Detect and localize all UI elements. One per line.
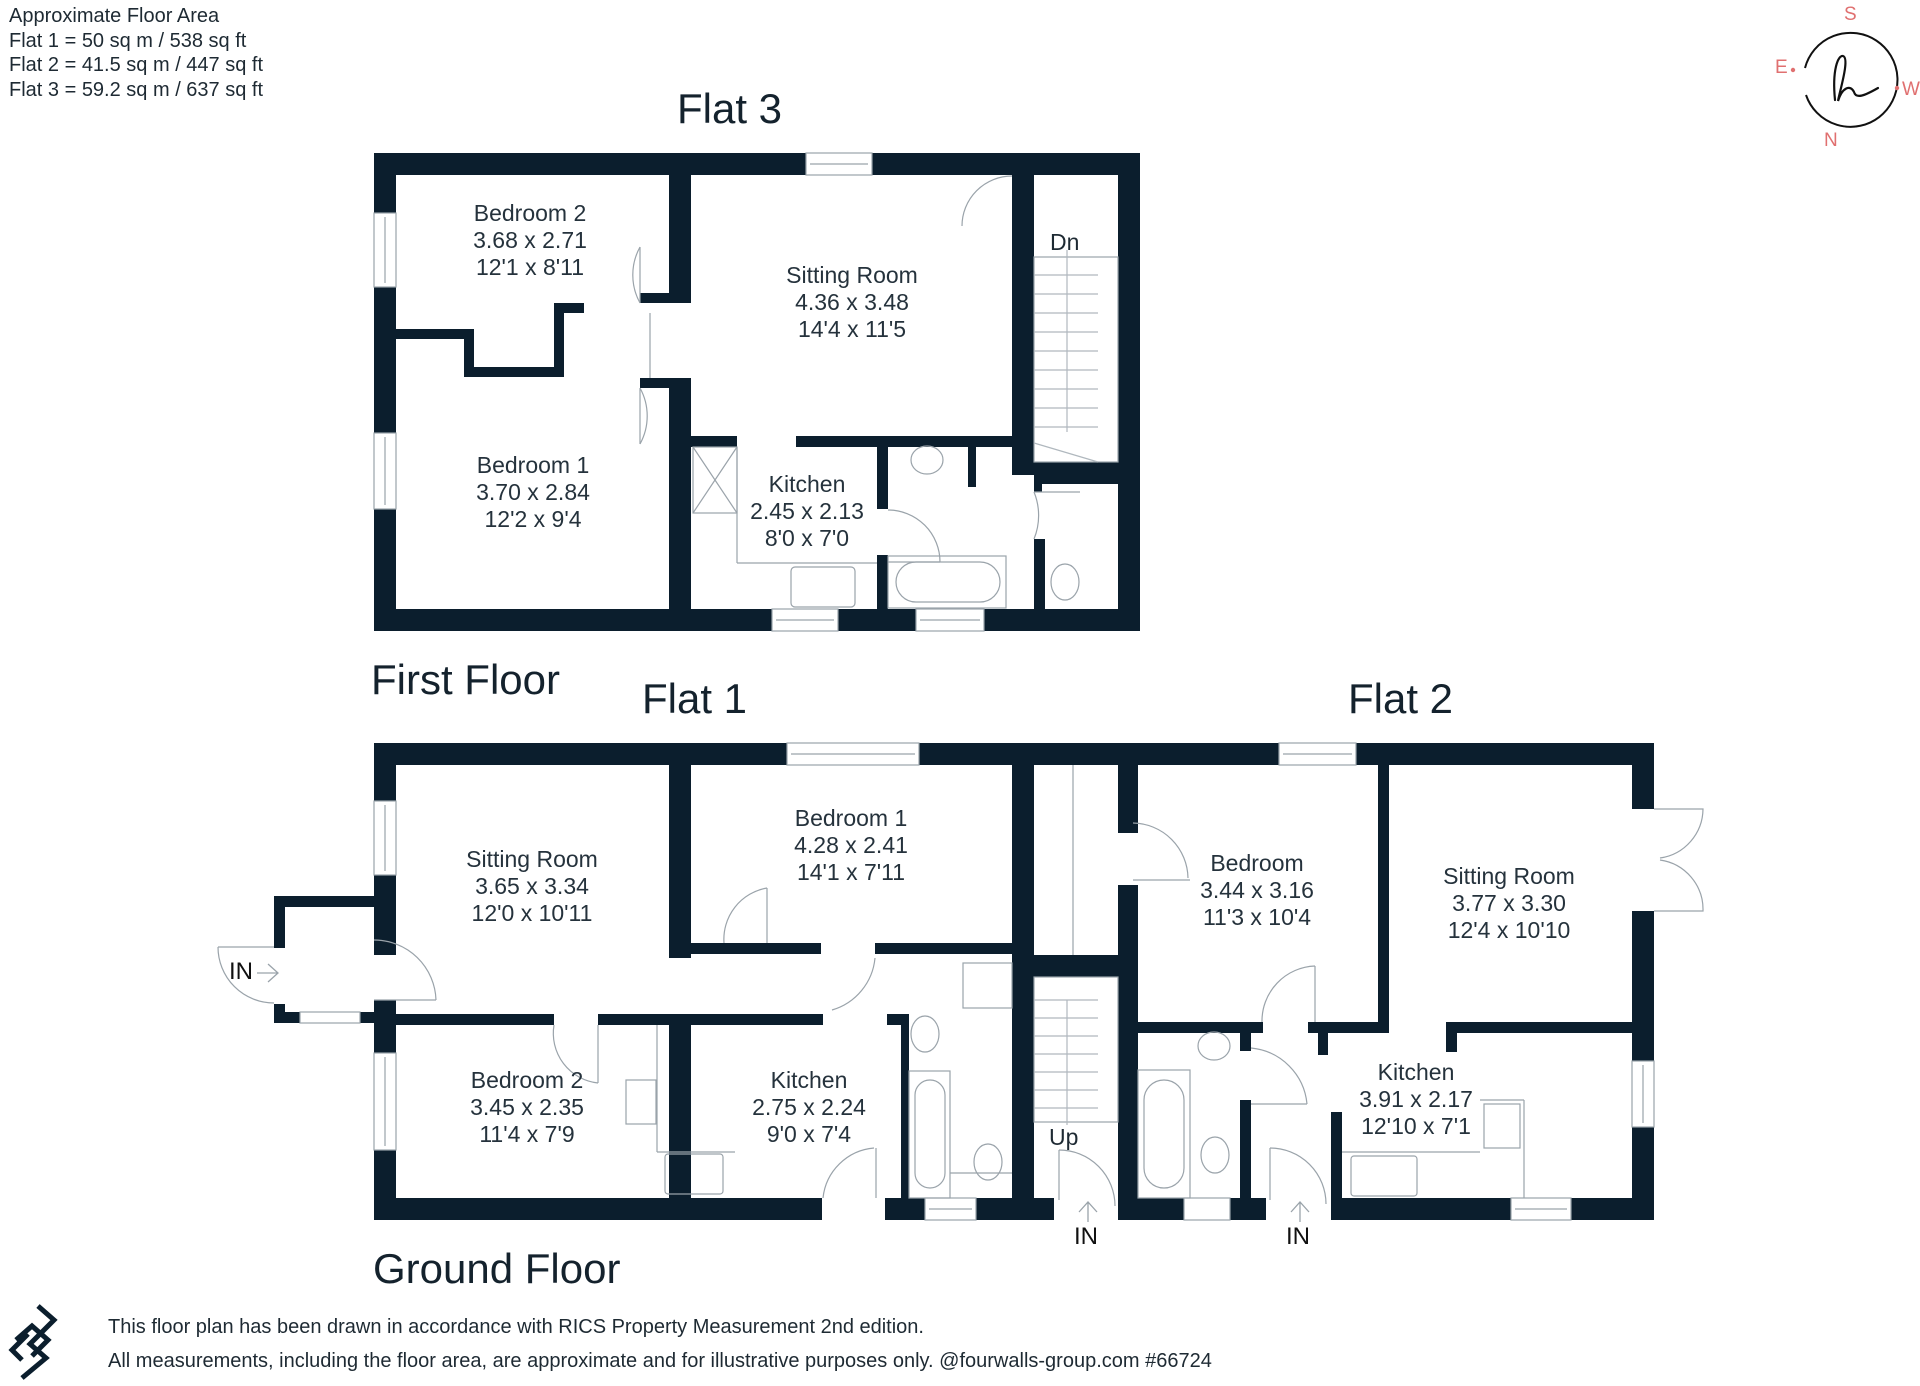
room-flat3-bedroom1: Bedroom 1 3.70 x 2.84 12'2 x 9'4 (476, 452, 590, 533)
room-dimensions-imperial: 12'0 x 10'11 (471, 900, 593, 926)
room-dimensions-imperial: 12'10 x 7'1 (1361, 1113, 1471, 1139)
room-name: Sitting Room (786, 262, 918, 288)
compass-east-label: E (1775, 57, 1788, 78)
room-flat1-bedroom2: Bedroom 2 3.45 x 2.35 11'4 x 7'9 (470, 1067, 584, 1148)
room-flat1-bedroom1: Bedroom 1 4.28 x 2.41 14'1 x 7'11 (794, 805, 908, 886)
room-flat1-kitchen: Kitchen 2.75 x 2.24 9'0 x 7'4 (752, 1067, 866, 1148)
room-dimensions-metric: 2.45 x 2.13 (750, 498, 864, 524)
floor-area-heading: Approximate Floor Area (9, 5, 220, 27)
fixtures-and-doors (217, 152, 1704, 1221)
room-dimensions-metric: 3.44 x 3.16 (1200, 877, 1314, 903)
flat3-stairs-down-label: Dn (1050, 229, 1080, 255)
fourwalls-logo-icon (8, 1304, 58, 1380)
room-dimensions-metric: 3.45 x 2.35 (470, 1094, 584, 1120)
first-floor-label: First Floor (371, 656, 560, 703)
flat3-title: Flat 3 (677, 85, 783, 132)
compass-west-label: W (1902, 79, 1920, 100)
room-name: Kitchen (768, 471, 846, 497)
room-name: Kitchen (770, 1067, 848, 1093)
room-name: Kitchen (1377, 1059, 1455, 1085)
flat2-stairs-up-label: Up (1049, 1124, 1079, 1150)
room-dimensions-imperial: 8'0 x 7'0 (764, 525, 850, 551)
entrance-arrows (257, 963, 1310, 1222)
floor-area-flat2: Flat 2 = 41.5 sq m / 447 sq ft (9, 54, 264, 76)
room-name: Bedroom 1 (794, 805, 908, 831)
room-dimensions-imperial: 12'4 x 10'10 (1447, 917, 1571, 943)
room-dimensions-imperial: 12'1 x 8'11 (475, 254, 585, 280)
compass-north-label: N (1824, 130, 1838, 151)
flat1-entrance-label: IN (229, 958, 253, 985)
room-flat3-bedroom2: Bedroom 2 3.68 x 2.71 12'1 x 8'11 (473, 200, 587, 281)
room-dimensions-imperial: 11'4 x 7'9 (479, 1121, 575, 1147)
footer-disclaimer: All measurements, including the floor ar… (108, 1350, 1212, 1372)
room-name: Sitting Room (1443, 863, 1575, 889)
flat2-entrance-label-1: IN (1074, 1223, 1098, 1250)
room-flat2-sitting-room: Sitting Room 3.77 x 3.30 12'4 x 10'10 (1443, 863, 1575, 944)
room-dimensions-metric: 4.28 x 2.41 (794, 832, 908, 858)
signature-h-icon (1833, 54, 1880, 102)
room-dimensions-imperial: 14'1 x 7'11 (796, 859, 906, 885)
compass-logo: S E W N (1770, 0, 1920, 151)
room-dimensions-metric: 2.75 x 2.24 (752, 1094, 866, 1120)
floor-area-summary: Approximate Floor Area Flat 1 = 50 sq m … (9, 4, 263, 102)
room-name: Bedroom (1210, 850, 1304, 876)
room-dimensions-metric: 4.36 x 3.48 (795, 289, 909, 315)
flat1-title: Flat 1 (642, 675, 748, 722)
room-flat2-bedroom: Bedroom 3.44 x 3.16 11'3 x 10'4 (1200, 850, 1314, 931)
room-dimensions-metric: 3.77 x 3.30 (1452, 890, 1566, 916)
floor-area-flat1: Flat 1 = 50 sq m / 538 sq ft (9, 29, 247, 52)
footer-rics-note: This floor plan has been drawn in accord… (108, 1316, 924, 1338)
compass-south-label: S (1844, 4, 1857, 25)
flat2-title: Flat 2 (1348, 675, 1454, 722)
room-dimensions-imperial: 12'2 x 9'4 (484, 506, 582, 532)
room-dimensions-metric: 3.65 x 3.34 (475, 873, 589, 899)
room-flat2-kitchen: Kitchen 3.91 x 2.17 12'10 x 7'1 (1359, 1059, 1473, 1140)
room-name: Bedroom 2 (470, 1067, 584, 1093)
room-dimensions-metric: 3.68 x 2.71 (473, 227, 587, 253)
compass-circle-icon (1790, 31, 1900, 128)
room-name: Sitting Room (466, 846, 598, 872)
room-flat3-sitting-room: Sitting Room 4.36 x 3.48 14'4 x 11'5 (786, 262, 918, 343)
room-dimensions-imperial: 11'3 x 10'4 (1202, 904, 1312, 930)
ground-floor-label: Ground Floor (373, 1245, 621, 1292)
room-dimensions-metric: 3.91 x 2.17 (1359, 1086, 1473, 1112)
room-dimensions-imperial: 9'0 x 7'4 (766, 1121, 852, 1147)
flat2-entrance-label-2: IN (1286, 1223, 1310, 1250)
room-flat1-sitting-room: Sitting Room 3.65 x 3.34 12'0 x 10'11 (466, 846, 598, 927)
room-name: Bedroom 1 (476, 452, 590, 478)
room-dimensions-imperial: 14'4 x 11'5 (797, 316, 907, 342)
walls (274, 153, 1654, 1220)
room-name: Bedroom 2 (473, 200, 587, 226)
room-flat3-kitchen: Kitchen 2.45 x 2.13 8'0 x 7'0 (750, 471, 864, 552)
room-dimensions-metric: 3.70 x 2.84 (476, 479, 590, 505)
floor-area-flat3: Flat 3 = 59.2 sq m / 637 sq ft (9, 78, 264, 101)
